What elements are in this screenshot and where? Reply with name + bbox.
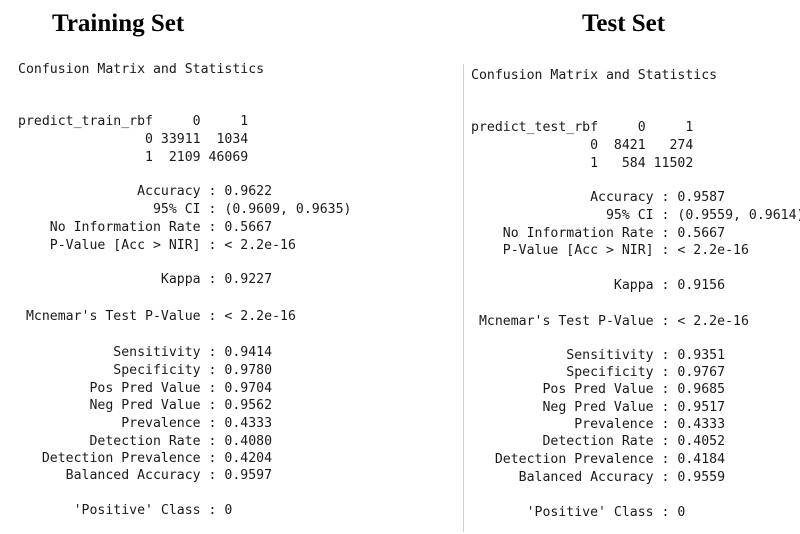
test-detection-rate: Detection Rate : 0.4052 bbox=[471, 434, 726, 449]
training-mcnemar: Mcnemar's Test P-Value : < 2.2e-16 bbox=[18, 309, 296, 324]
test-positive-class: 'Positive' Class : 0 bbox=[471, 505, 686, 520]
training-matrix-row-1: 1 2109 46069 bbox=[18, 150, 249, 165]
training-header: Confusion Matrix and Statistics bbox=[18, 62, 265, 77]
training-detection-prev: Detection Prevalence : 0.4204 bbox=[18, 451, 273, 466]
test-ci: 95% CI : (0.9559, 0.9614) bbox=[471, 208, 800, 223]
test-set-title: Test Set bbox=[582, 10, 666, 37]
test-neg-pred: Neg Pred Value : 0.9517 bbox=[471, 400, 726, 415]
test-kappa: Kappa : 0.9156 bbox=[471, 278, 726, 293]
training-positive-class: 'Positive' Class : 0 bbox=[18, 503, 233, 518]
training-nir: No Information Rate : 0.5667 bbox=[18, 220, 273, 235]
test-mcnemar: Mcnemar's Test P-Value : < 2.2e-16 bbox=[471, 314, 749, 329]
test-header: Confusion Matrix and Statistics bbox=[471, 68, 718, 83]
training-kappa: Kappa : 0.9227 bbox=[18, 272, 273, 287]
test-specificity: Specificity : 0.9767 bbox=[471, 365, 726, 380]
training-neg-pred: Neg Pred Value : 0.9562 bbox=[18, 398, 273, 413]
training-matrix-row-0: 0 33911 1034 bbox=[18, 132, 249, 147]
training-pos-pred: Pos Pred Value : 0.9704 bbox=[18, 381, 273, 396]
test-nir: No Information Rate : 0.5667 bbox=[471, 226, 726, 241]
test-detection-prev: Detection Prevalence : 0.4184 bbox=[471, 452, 726, 467]
panel-divider bbox=[463, 64, 464, 532]
training-pvalue: P-Value [Acc > NIR] : < 2.2e-16 bbox=[18, 238, 296, 253]
test-accuracy: Accuracy : 0.9587 bbox=[471, 190, 726, 205]
training-matrix-header: predict_train_rbf 0 1 bbox=[18, 114, 249, 129]
training-ci: 95% CI : (0.9609, 0.9635) bbox=[18, 202, 352, 217]
test-prevalence: Prevalence : 0.4333 bbox=[471, 417, 726, 432]
training-accuracy: Accuracy : 0.9622 bbox=[18, 184, 273, 199]
training-prevalence: Prevalence : 0.4333 bbox=[18, 416, 273, 431]
test-matrix-header: predict_test_rbf 0 1 bbox=[471, 120, 694, 135]
training-balanced-accuracy: Balanced Accuracy : 0.9597 bbox=[18, 468, 273, 483]
test-balanced-accuracy: Balanced Accuracy : 0.9559 bbox=[471, 470, 726, 485]
test-pos-pred: Pos Pred Value : 0.9685 bbox=[471, 382, 726, 397]
test-sensitivity: Sensitivity : 0.9351 bbox=[471, 348, 726, 363]
test-pvalue: P-Value [Acc > NIR] : < 2.2e-16 bbox=[471, 243, 749, 258]
training-set-title: Training Set bbox=[52, 10, 185, 37]
training-sensitivity: Sensitivity : 0.9414 bbox=[18, 345, 273, 360]
test-matrix-row-1: 1 584 11502 bbox=[471, 156, 694, 171]
training-detection-rate: Detection Rate : 0.4080 bbox=[18, 434, 273, 449]
test-matrix-row-0: 0 8421 274 bbox=[471, 138, 694, 153]
training-specificity: Specificity : 0.9780 bbox=[18, 363, 273, 378]
